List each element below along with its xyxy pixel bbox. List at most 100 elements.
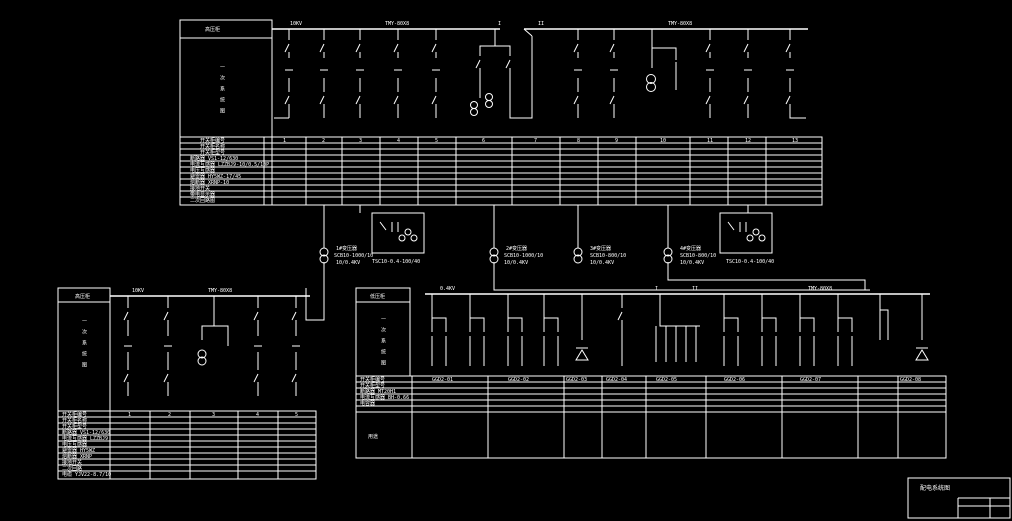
bl-title-vertical: 一次系统图	[81, 318, 87, 373]
bl-row-label: 开关柜型号	[62, 423, 87, 430]
br-col-header: GGD2-01	[432, 377, 453, 383]
br-section-ii: II	[692, 286, 698, 292]
drawing-lines	[57, 19, 1011, 519]
top-right-bus-label: TMY-80X8	[668, 21, 692, 27]
top-col-number: 12	[745, 138, 751, 144]
top-row-label: 熔断器 XRNP-10	[190, 179, 229, 186]
br-mid-bus-label: TMY-80X8	[808, 286, 832, 292]
br-row-label: 用途	[368, 433, 378, 440]
bl-mid-bus-label: TMY-80X8	[208, 288, 232, 294]
bl-table-grid	[57, 410, 317, 480]
bl-row-label: 开关柜编号	[62, 411, 87, 418]
top-row-label: 电流互感器 LZZBJ9-10/0.5/10P	[190, 161, 269, 168]
bl-row-label: 避雷器 HY5WZ	[62, 447, 95, 454]
br-section-i: I	[655, 286, 658, 292]
top-title-box-label: 高压柜	[205, 26, 220, 33]
top-feeders	[274, 28, 806, 119]
br-table-col-headers: GGD2-01 GGD2-02 GGD2-03 GGD2-04 GGD2-05 …	[432, 377, 921, 383]
bl-col-number: 1	[128, 412, 131, 418]
top-col-number: 13	[792, 138, 798, 144]
transformer-symbols	[319, 221, 766, 264]
bl-row-label: 二次回路	[62, 465, 82, 472]
top-row-label: 断路器 VS1-12/630	[190, 155, 238, 162]
top-row-label: 二次回路图	[190, 197, 215, 204]
br-table-row-headers: 开关柜编号 开关柜型号 断路器 MT20H1 电流互感器 BH-0.66 电容器…	[360, 376, 409, 440]
bl-row-label: 电缆 YJV22-8.7/10	[62, 471, 111, 478]
t3-model: SCB10-800/10	[590, 253, 626, 259]
br-feeders	[431, 294, 929, 366]
bl-row-label: 断路器 VS1-12/630	[62, 429, 110, 436]
top-row-label: 开关柜编号	[200, 137, 225, 144]
pt-cabinet-right	[719, 212, 773, 254]
bl-col-number: 2	[168, 412, 171, 418]
top-col-number: 10	[660, 138, 666, 144]
top-left-bus-label: 10KV	[290, 21, 302, 27]
pt-cabinet-left	[371, 212, 425, 254]
bl-title-box-label: 高压柜	[75, 293, 90, 300]
br-col-header: GGD2-05	[656, 377, 677, 383]
top-col-number: 7	[534, 138, 537, 144]
feeder-links	[305, 205, 870, 321]
bl-table-col-numbers: 1 2 3 4 5	[128, 412, 298, 418]
br-row-label: 开关柜型号	[360, 382, 385, 389]
br-col-header: GGD2-02	[508, 377, 529, 383]
top-section-i: I	[498, 21, 501, 27]
bl-row-label: 熔断器 XRNP	[62, 453, 92, 460]
top-table-col-numbers: 1 2 3 4 5 6 7 8 9 10 11 12 13	[283, 138, 798, 144]
bl-row-label: 电流互感器 LZZBJ9	[62, 435, 108, 442]
br-row-label: 开关柜编号	[360, 376, 385, 383]
br-col-header: GGD2-08	[900, 377, 921, 383]
top-row-label: 开关柜名称	[200, 143, 225, 150]
top-col-number: 6	[482, 138, 485, 144]
t4-label: 4#变压器	[680, 245, 701, 252]
t1-model: SCB10-1000/10	[334, 253, 373, 259]
top-row-label: 避雷器 HY5WZ-17/45	[190, 173, 241, 180]
t3-label: 3#变压器	[590, 245, 611, 252]
top-col-number: 2	[322, 138, 325, 144]
top-table-grid	[179, 136, 823, 206]
top-title-vertical: 一次系统图	[219, 64, 225, 119]
t1-label: 1#变压器	[336, 245, 357, 252]
br-table-grid	[355, 375, 947, 459]
top-col-number: 3	[359, 138, 362, 144]
bl-col-number: 5	[295, 412, 298, 418]
bl-feeders	[123, 296, 300, 396]
bl-row-label: 接地开关	[62, 459, 82, 466]
br-row-label: 断路器 MT20H1	[360, 388, 396, 395]
br-title-vertical: 一次系统图	[380, 316, 386, 371]
bl-bus-label: 10KV	[132, 288, 144, 294]
t2-model: SCB10-1000/10	[504, 253, 543, 259]
top-row-label: 带电显示器	[190, 191, 215, 198]
top-row-label: 电压互感器	[190, 167, 215, 174]
top-col-number: 11	[707, 138, 713, 144]
br-col-header: GGD2-04	[606, 377, 627, 383]
t1-ratio: 10/0.4KV	[336, 260, 360, 266]
pt-box1-label: TSC10-0.4-100/40	[372, 259, 420, 265]
br-row-label: 电流互感器 BH-0.66	[360, 394, 409, 401]
top-mid-bus-label: TMY-80X8	[385, 21, 409, 27]
br-row-label: 电容器	[360, 400, 375, 407]
top-col-number: 4	[397, 138, 400, 144]
t2-label: 2#变压器	[506, 245, 527, 252]
br-bus-label: 0.4KV	[440, 286, 455, 292]
top-col-number: 1	[283, 138, 286, 144]
top-col-number: 8	[577, 138, 580, 144]
t4-model: SCB10-800/10	[680, 253, 716, 259]
bl-col-number: 3	[212, 412, 215, 418]
bl-row-label: 电压互感器	[62, 441, 87, 448]
top-col-number: 9	[615, 138, 618, 144]
br-col-header: GGD2-03	[566, 377, 587, 383]
bl-table-row-headers: 开关柜编号 开关柜名称 开关柜型号 断路器 VS1-12/630 电流互感器 L…	[62, 411, 111, 478]
top-row-label: 开关柜型号	[200, 149, 225, 156]
bl-row-label: 开关柜名称	[62, 417, 87, 424]
title-block-name: 配电系统图	[920, 484, 950, 492]
br-col-header: GGD2-06	[724, 377, 745, 383]
t4-ratio: 10/0.4KV	[680, 260, 704, 266]
pt-box2-label: TSC10-0.4-100/40	[726, 259, 774, 265]
br-title-box-label: 低压柜	[370, 293, 385, 300]
br-col-header: GGD2-07	[800, 377, 821, 383]
top-col-number: 5	[435, 138, 438, 144]
top-section-ii: II	[538, 21, 544, 27]
t2-ratio: 10/0.4KV	[504, 260, 528, 266]
